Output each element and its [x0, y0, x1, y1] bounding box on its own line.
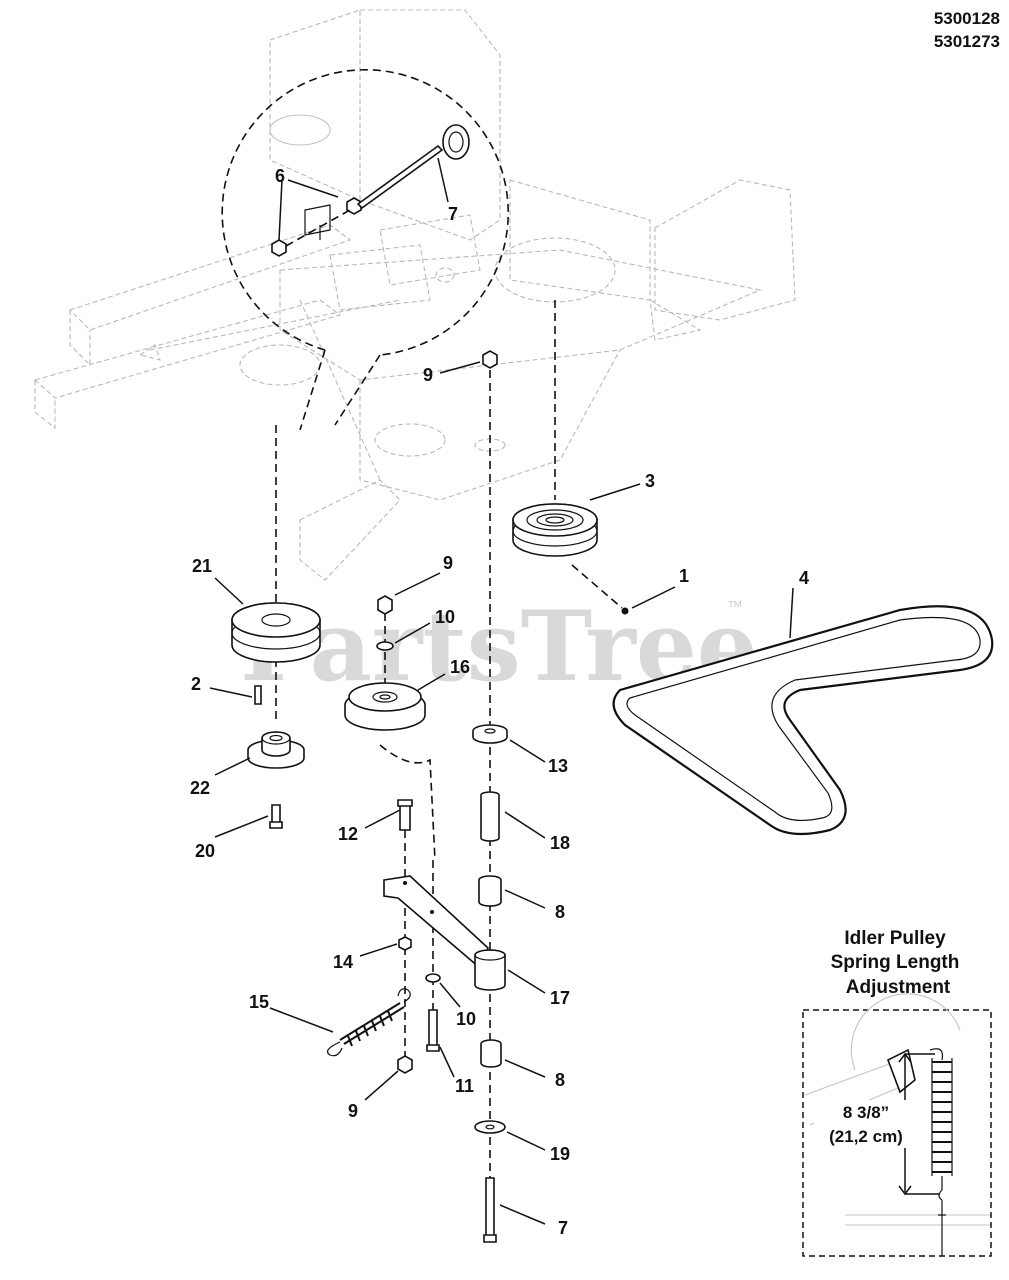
spring-length-inset: Idler Pulley Spring Length Adjustment 8 …	[802, 928, 992, 1257]
callout-4: 4	[799, 568, 809, 588]
callout-13: 13	[548, 756, 568, 776]
part-2-key	[254, 685, 262, 705]
part-13-washer	[472, 724, 508, 744]
callout-8-upper: 8	[555, 902, 565, 922]
callout-22: 22	[190, 778, 210, 798]
part-9-nut-middle	[377, 595, 393, 615]
callout-14: 14	[333, 952, 353, 972]
part-8-bushing-lower	[480, 1039, 502, 1068]
callout-20: 20	[195, 841, 215, 861]
part-1-key	[621, 607, 629, 615]
callout-19: 19	[550, 1144, 570, 1164]
callout-11: 11	[455, 1076, 474, 1096]
callout-9-top: 9	[423, 365, 433, 385]
idler-connection	[379, 744, 436, 861]
part-9-nut-bottom	[397, 1055, 413, 1074]
callout-2: 2	[191, 674, 201, 694]
part-14-nut	[398, 936, 412, 951]
callout-9-middle: 9	[443, 553, 453, 573]
callout-10-lower: 10	[456, 1009, 476, 1029]
document-number-1: 5300128	[934, 9, 1000, 28]
dimension-inches: 8 3/8”	[843, 1103, 889, 1122]
part-18-spacer	[480, 791, 500, 842]
part-19-washer	[474, 1120, 506, 1134]
callout-12: 12	[338, 824, 358, 844]
callout-21: 21	[192, 556, 212, 576]
callouts: 6 7 9 3 1 4 21 9 10 16 2 22 20 12 13 18 …	[190, 166, 809, 1238]
part-3-pulley	[512, 503, 598, 557]
callout-3: 3	[645, 471, 655, 491]
part-10-washer-upper	[376, 641, 394, 651]
callout-9-bottom: 9	[348, 1101, 358, 1121]
inset-title-line-2: Spring Length	[831, 952, 960, 973]
callout-15: 15	[249, 992, 269, 1012]
part-22-hub	[247, 731, 305, 769]
part-8-bushing-upper	[478, 875, 502, 907]
mower-frame	[33, 9, 796, 581]
callout-10-upper: 10	[435, 607, 455, 627]
part-11-bolt	[426, 1009, 440, 1052]
callout-1: 1	[679, 566, 689, 586]
document-number-2: 5301273	[934, 32, 1000, 51]
part-20-bolt	[269, 804, 283, 829]
callout-6: 7	[448, 204, 458, 224]
part-12-bolt	[397, 799, 413, 831]
inset-title-line-3: Adjustment	[846, 977, 951, 998]
callout-18: 18	[550, 833, 570, 853]
part-15-spring	[327, 988, 411, 1057]
part-17-idler-arm	[383, 875, 506, 991]
watermark-trademark: ™	[727, 599, 743, 616]
callout-17: 17	[550, 988, 570, 1008]
leader-lines	[209, 157, 794, 1225]
callout-16: 16	[450, 657, 470, 677]
callout-8-lower: 8	[555, 1070, 565, 1090]
part-21-pulley	[231, 602, 321, 663]
part-16-idler-pulley	[344, 682, 426, 731]
part-9-nut-top	[482, 350, 498, 369]
inset-title-line-1: Idler Pulley	[844, 928, 946, 949]
detail-circle	[221, 68, 509, 431]
inset-spring	[931, 1058, 953, 1201]
part-10-washer-lower	[425, 973, 441, 983]
part-7-spindle-bolt	[483, 1177, 497, 1243]
callout-5: 6	[275, 166, 285, 186]
dimension-centimeters: (21,2 cm)	[829, 1127, 903, 1146]
part-4-belt	[612, 605, 994, 836]
callout-7: 7	[558, 1218, 568, 1238]
